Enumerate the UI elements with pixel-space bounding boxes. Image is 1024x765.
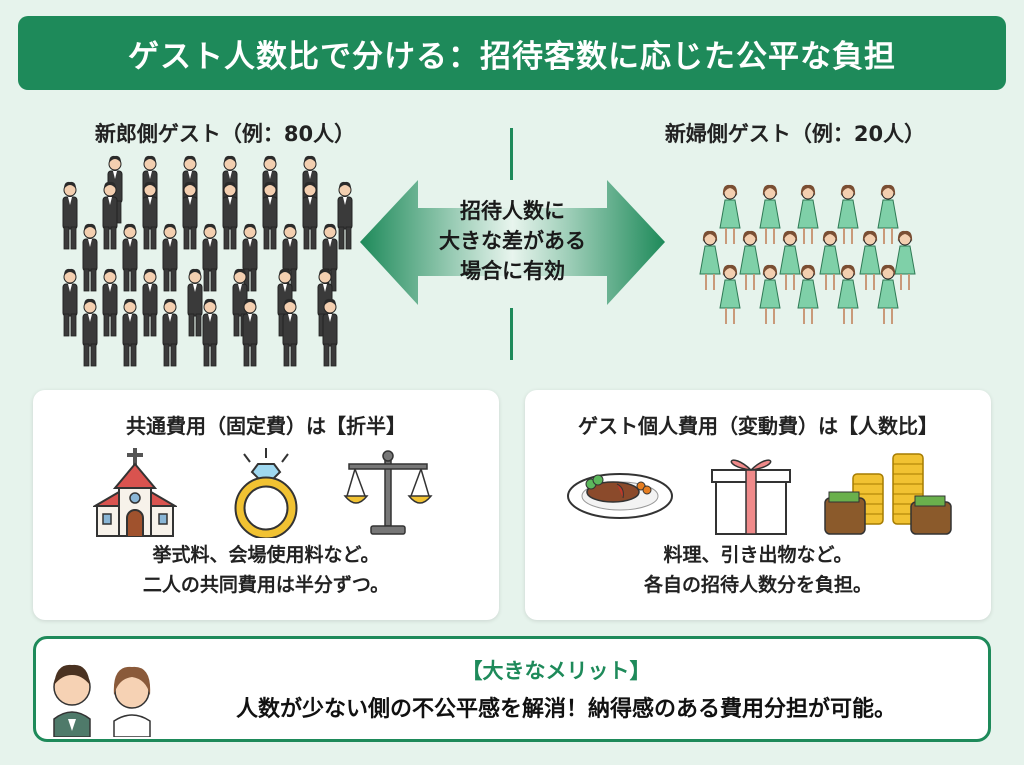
groom-guest-figure	[162, 223, 178, 292]
groom-guest-figure	[262, 181, 278, 250]
bride-guest-figure	[837, 264, 859, 324]
divider-top	[510, 128, 513, 180]
bride-guest-figure	[797, 184, 819, 244]
arrow-line-2: 大きな差がある	[439, 229, 586, 253]
fixed-costs-line-2: 二人の共同費用は半分ずつ。	[142, 574, 390, 596]
groom-side-label: 新郎側ゲスト（例：80人）	[94, 122, 356, 146]
bride-guest-figure	[877, 184, 899, 244]
bride-guest-figure	[699, 230, 721, 290]
bride-guest-figure	[894, 230, 916, 290]
bride-guest-figure	[779, 230, 801, 290]
groom-guests-illustration	[62, 155, 353, 367]
groom-guest-figure	[122, 298, 138, 367]
bride-guests-illustration	[699, 184, 916, 324]
fixed-costs-description: 挙式料、会場使用料など。 二人の共同費用は半分ずつ。	[33, 540, 499, 600]
variable-costs-card: ゲスト個人費用（変動費）は【人数比】	[525, 390, 991, 620]
chapel-icon	[93, 448, 177, 537]
arrow-caption: 招待人数に 大きな差がある 場合に有効	[360, 196, 665, 286]
bride-guest-figure	[719, 184, 741, 244]
bride-guest-figure	[739, 230, 761, 290]
bride-guest-figure	[719, 264, 741, 324]
groom-guest-figure	[202, 223, 218, 292]
groom-guest-figure	[62, 181, 78, 250]
groom-guest-figure	[242, 298, 258, 367]
coins-wallet-icon	[824, 453, 952, 535]
scales-icon	[343, 450, 433, 535]
double-arrow-icon	[360, 180, 665, 305]
bride-guest-figure	[859, 230, 881, 290]
groom-guest-figure	[122, 223, 138, 292]
groom-guest-figure	[142, 181, 158, 250]
groom-guest-figure	[282, 298, 298, 367]
groom-guest-figure	[242, 223, 258, 292]
fixed-costs-card: 共通費用（固定費）は【折半】	[33, 390, 499, 620]
groom-guest-figure	[82, 298, 98, 367]
meal-plate-icon	[567, 473, 673, 519]
variable-costs-title: ゲスト個人費用（変動費）は【人数比】	[578, 414, 938, 438]
groom-guest-figure	[187, 268, 203, 337]
bride-guest-figure	[837, 184, 859, 244]
groom-guest-figure	[322, 298, 338, 367]
groom-guest-figure	[182, 181, 198, 250]
groom-guest-figure	[337, 181, 353, 250]
merit-title: 【大きなメリット】	[461, 659, 651, 683]
groom-guest-figure	[302, 181, 318, 250]
groom-guest-figure	[102, 268, 118, 337]
groom-guest-figure	[222, 181, 238, 250]
divider-bottom	[510, 308, 513, 360]
bride-guest-figure	[759, 264, 781, 324]
groom-guest-figure	[62, 268, 78, 337]
bride-guest-figure	[759, 184, 781, 244]
gift-box-icon	[711, 459, 791, 535]
variable-costs-line-2: 各自の招待人数分を負担。	[643, 574, 872, 596]
couple-icon	[53, 664, 151, 737]
page-title: ゲスト人数比で分ける：招待客数に応じた公平な負担	[18, 16, 1006, 90]
groom-guest-figure	[102, 181, 118, 250]
fixed-costs-line-1: 挙式料、会場使用料など。	[152, 544, 380, 566]
ring-icon	[234, 448, 298, 538]
groom-guest-figure	[202, 298, 218, 367]
groom-guest-figure	[142, 268, 158, 337]
variable-costs-line-1: 料理、引き出物など。	[663, 544, 853, 566]
variable-costs-description: 料理、引き出物など。 各自の招待人数分を負担。	[525, 540, 991, 600]
bride-guest-figure	[877, 264, 899, 324]
groom-guest-figure	[82, 223, 98, 292]
groom-guest-figure	[162, 298, 178, 367]
bride-side-label: 新婦側ゲスト（例：20人）	[664, 122, 926, 146]
bride-guest-figure	[797, 264, 819, 324]
bride-guest-figure	[819, 230, 841, 290]
fixed-costs-title: 共通費用（固定費）は【折半】	[126, 414, 406, 438]
arrow-line-1: 招待人数に	[460, 199, 565, 223]
arrow-line-3: 場合に有効	[460, 259, 565, 283]
merit-banner: 【大きなメリット】 人数が少ない側の不公平感を解消！納得感のある費用分担が可能。	[33, 636, 991, 742]
merit-text: 人数が少ない側の不公平感を解消！納得感のある費用分担が可能。	[235, 697, 896, 722]
